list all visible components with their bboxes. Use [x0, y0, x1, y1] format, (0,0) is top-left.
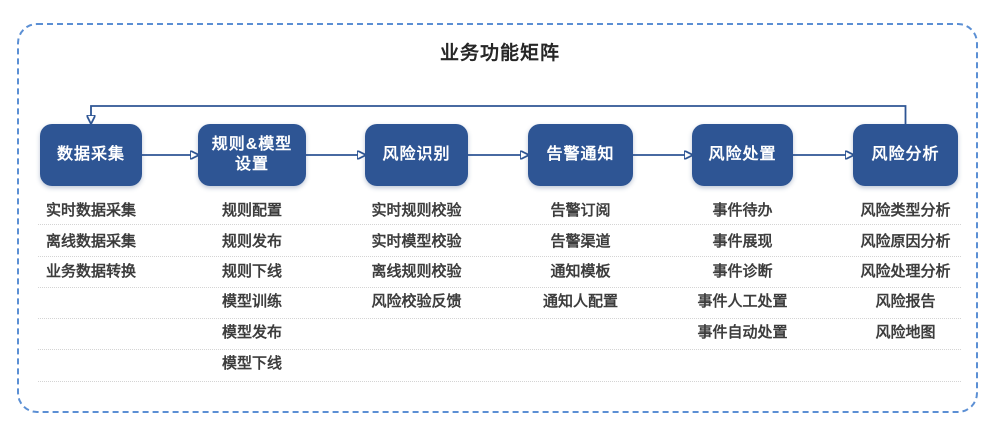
flow-node-label: 规则&模型 设置: [211, 136, 293, 173]
matrix-item: 事件人工处置: [697, 293, 788, 310]
matrix-item: 实时模型校验: [371, 233, 462, 250]
matrix-item: 事件自动处置: [697, 324, 788, 341]
matrix-item: 离线数据采集: [45, 233, 136, 250]
diagram-title: 业务功能矩阵: [439, 43, 560, 64]
flow-node-label: 风险识别: [382, 146, 451, 163]
matrix-item: 告警渠道: [550, 233, 611, 250]
flow-node-5: 风险处置: [692, 124, 793, 186]
matrix-item: 通知人配置: [542, 293, 618, 310]
matrix-item: 离线规则校验: [371, 263, 462, 280]
matrix-item: 模型下线: [221, 355, 282, 372]
row-divider-line: [38, 381, 961, 382]
flow-node-label: 告警通知: [546, 146, 615, 163]
matrix-item: 风险处理分析: [860, 263, 951, 280]
matrix-frame: [17, 23, 978, 413]
flow-node-label: 风险处置: [708, 146, 777, 163]
row-divider-line: [38, 318, 961, 319]
row-divider-line: [38, 256, 961, 257]
matrix-item: 事件展现: [712, 233, 773, 250]
matrix-item: 规则配置: [221, 202, 282, 219]
matrix-item: 规则下线: [221, 263, 282, 280]
matrix-item: 风险原因分析: [860, 233, 951, 250]
matrix-item: 实时规则校验: [371, 202, 462, 219]
matrix-item: 风险地图: [875, 324, 936, 341]
flow-node-label: 数据采集: [56, 146, 125, 163]
matrix-item: 实时数据采集: [45, 202, 136, 219]
flow-node-3: 风险识别: [365, 124, 468, 186]
matrix-item: 风险校验反馈: [371, 293, 462, 310]
matrix-item: 模型发布: [221, 324, 282, 341]
row-divider-line: [38, 287, 961, 288]
flow-node-1: 数据采集: [40, 124, 142, 186]
flow-node-label: 风险分析: [871, 146, 940, 163]
matrix-item: 业务数据转换: [45, 263, 136, 280]
matrix-item: 告警订阅: [550, 202, 611, 219]
matrix-item: 规则发布: [221, 233, 282, 250]
matrix-item: 通知模板: [550, 263, 611, 280]
matrix-item: 风险类型分析: [860, 202, 951, 219]
flow-node-2: 规则&模型 设置: [198, 124, 306, 186]
flow-node-6: 风险分析: [853, 124, 958, 186]
matrix-item: 事件待办: [712, 202, 773, 219]
matrix-item: 风险报告: [875, 293, 936, 310]
flow-node-4: 告警通知: [528, 124, 633, 186]
matrix-item: 事件诊断: [712, 263, 773, 280]
row-divider-line: [38, 349, 961, 350]
matrix-item: 模型训练: [221, 293, 282, 310]
row-divider-line: [38, 224, 961, 225]
